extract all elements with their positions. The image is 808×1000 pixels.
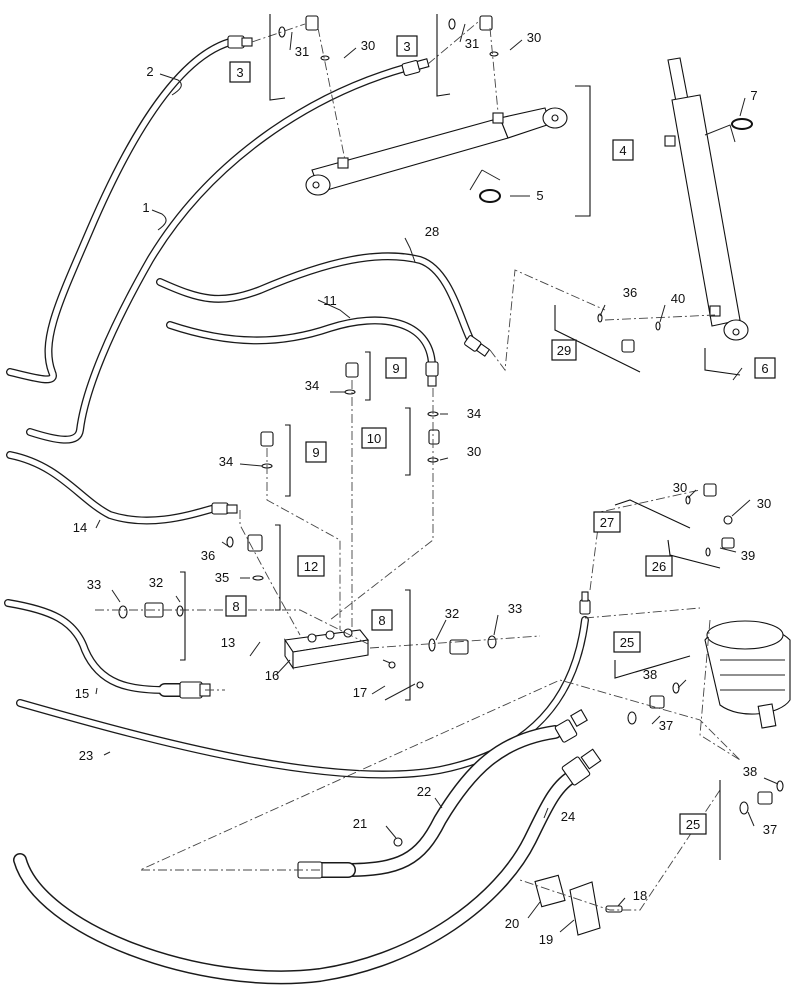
label-3-right: 3 — [396, 35, 418, 57]
label-25-top: 25 — [613, 631, 641, 653]
callout-38-top: 38 — [643, 667, 657, 682]
callout-39: 39 — [741, 548, 755, 563]
svg-text:4: 4 — [619, 143, 626, 158]
svg-text:26: 26 — [652, 559, 666, 574]
callout-7: 7 — [750, 88, 757, 103]
callout-18: 18 — [633, 888, 647, 903]
svg-text:25: 25 — [686, 817, 700, 832]
hydraulic-motor — [704, 620, 791, 729]
callout-20: 20 — [505, 916, 519, 931]
label-3-left: 3 — [229, 61, 251, 83]
label-9-top: 9 — [385, 357, 407, 379]
leader-lines — [95, 23, 779, 933]
hose-fittings — [179, 35, 602, 879]
callout-37-top: 37 — [659, 718, 673, 733]
callout-40: 40 — [671, 291, 685, 306]
hose-15 — [4, 599, 207, 697]
label-8-right: 8 — [371, 609, 393, 631]
callout-30-c: 30 — [467, 444, 481, 459]
callout-28: 28 — [425, 224, 439, 239]
callout-brackets — [180, 14, 741, 860]
label-4: 4 — [612, 139, 634, 161]
callout-24: 24 — [561, 809, 575, 824]
svg-text:10: 10 — [367, 431, 381, 446]
center-lines — [95, 21, 741, 911]
callout-22: 22 — [417, 784, 431, 799]
callout-32-left: 32 — [149, 575, 163, 590]
callout-1: 1 — [142, 200, 149, 215]
hose-23 — [16, 616, 589, 779]
hose-11 — [166, 316, 436, 369]
callout-numbers: 2 1 5 7 31 31 30 30 28 36 40 11 34 34 30… — [73, 30, 777, 947]
hose-14 — [6, 451, 219, 525]
callout-34-a: 34 — [305, 378, 319, 393]
label-12: 12 — [297, 555, 325, 577]
hoses — [4, 38, 589, 985]
callout-30-a: 30 — [361, 38, 375, 53]
hose-1 — [26, 64, 409, 444]
label-27: 27 — [593, 511, 621, 533]
svg-text:12: 12 — [304, 559, 318, 574]
callout-19: 19 — [539, 932, 553, 947]
cylinder-6 — [664, 57, 753, 341]
svg-text:6: 6 — [761, 361, 768, 376]
callout-32-right: 32 — [445, 606, 459, 621]
hose-24 — [13, 768, 582, 985]
svg-text:29: 29 — [557, 343, 571, 358]
svg-text:8: 8 — [378, 613, 385, 628]
small-fittings — [144, 15, 773, 936]
callout-2: 2 — [146, 64, 153, 79]
hose-28 — [156, 252, 476, 347]
callout-36-bottom: 36 — [201, 548, 215, 563]
callout-36-top: 36 — [623, 285, 637, 300]
callout-33-left: 33 — [87, 577, 101, 592]
callout-30-b: 30 — [527, 30, 541, 45]
callout-35: 35 — [215, 570, 229, 585]
callout-30-d: 30 — [673, 480, 687, 495]
callout-34-b: 34 — [467, 406, 481, 421]
callout-31-right: 31 — [465, 36, 479, 51]
callout-21: 21 — [353, 816, 367, 831]
callout-30-e: 30 — [757, 496, 771, 511]
callout-31-left: 31 — [295, 44, 309, 59]
svg-text:3: 3 — [236, 65, 243, 80]
manifold-16 — [284, 628, 370, 670]
cylinder-4 — [305, 107, 568, 203]
svg-text:25: 25 — [620, 635, 634, 650]
callout-33-right: 33 — [508, 601, 522, 616]
label-10: 10 — [361, 427, 387, 449]
hose-2 — [6, 38, 234, 384]
svg-text:3: 3 — [403, 39, 410, 54]
callout-13: 13 — [221, 635, 235, 650]
svg-text:8: 8 — [232, 599, 239, 614]
boxed-labels: 3 3 4 6 29 9 10 9 12 8 8 27 26 25 25 — [225, 35, 776, 835]
callout-11: 11 — [323, 293, 337, 308]
svg-text:9: 9 — [392, 361, 399, 376]
callout-17: 17 — [353, 685, 367, 700]
label-25-bottom: 25 — [679, 813, 707, 835]
label-6: 6 — [754, 357, 776, 379]
svg-text:9: 9 — [312, 445, 319, 460]
hose-22 — [312, 725, 562, 878]
callout-5: 5 — [536, 188, 543, 203]
callout-15: 15 — [75, 686, 89, 701]
label-9-mid: 9 — [305, 441, 327, 463]
callout-38-bottom: 38 — [743, 764, 757, 779]
label-26: 26 — [645, 555, 673, 577]
callout-16: 16 — [265, 668, 279, 683]
svg-text:27: 27 — [600, 515, 614, 530]
callout-23: 23 — [79, 748, 93, 763]
label-29: 29 — [551, 339, 577, 361]
callout-14: 14 — [73, 520, 87, 535]
callout-37-bottom: 37 — [763, 822, 777, 837]
o-rings — [118, 18, 784, 815]
callout-34-c: 34 — [219, 454, 233, 469]
label-8-left: 8 — [225, 595, 247, 617]
